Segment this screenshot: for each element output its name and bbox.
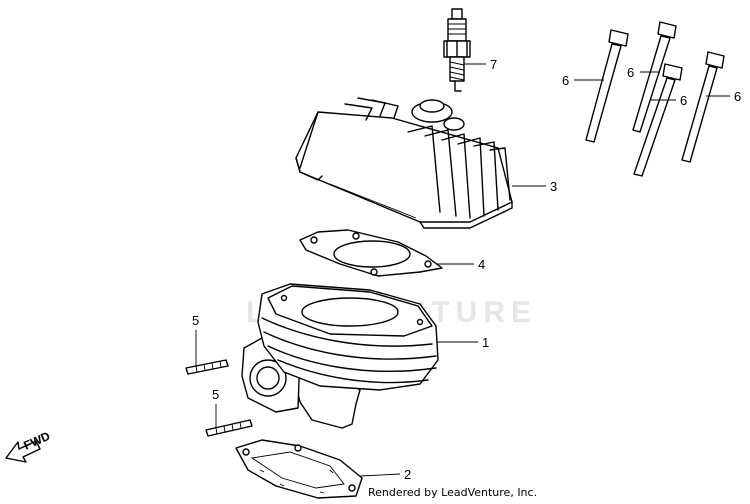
stud-lower[interactable] <box>205 419 253 437</box>
callout-bolt-1: 6 <box>562 73 569 88</box>
render-credit: Rendered by LeadVenture, Inc. <box>368 486 538 499</box>
head-gasket[interactable] <box>299 229 443 277</box>
fwd-arrow-icon <box>5 440 41 463</box>
leader-lines <box>195 63 730 477</box>
callout-base-gasket: 2 <box>404 467 411 482</box>
bolt-1[interactable] <box>585 29 629 143</box>
callout-bolt-2: 6 <box>627 65 634 80</box>
base-gasket[interactable] <box>235 439 363 499</box>
bolt-3[interactable] <box>633 63 683 177</box>
callout-bolt-3: 6 <box>680 93 687 108</box>
callout-bolt-4: 6 <box>734 89 741 104</box>
bolt-2[interactable] <box>632 21 677 133</box>
callout-cylinder-head: 3 <box>550 179 557 194</box>
callout-stud-lower: 5 <box>212 387 219 402</box>
stud-upper[interactable] <box>185 359 229 375</box>
callout-head-gasket: 4 <box>478 257 485 272</box>
callout-stud-upper: 5 <box>192 313 199 328</box>
spark-plug[interactable] <box>443 8 471 92</box>
cylinder[interactable] <box>241 283 439 429</box>
bolt-4[interactable] <box>681 51 725 163</box>
callout-cylinder: 1 <box>482 335 489 350</box>
cylinder-head[interactable] <box>295 97 513 229</box>
callout-spark-plug: 7 <box>490 57 497 72</box>
